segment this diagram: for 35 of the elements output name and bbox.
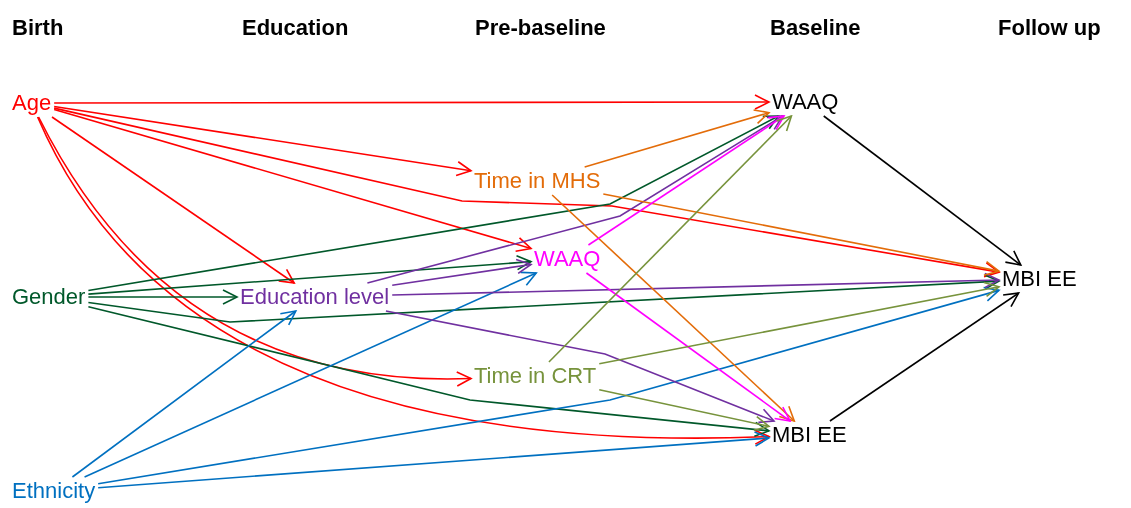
arrow <box>97 431 770 489</box>
arrow <box>53 105 472 177</box>
arrow <box>598 281 1000 365</box>
arrow <box>51 116 295 284</box>
arrow <box>83 271 537 478</box>
arrow <box>87 305 770 438</box>
arrow <box>87 274 1000 323</box>
arrow <box>391 258 532 287</box>
arrow <box>366 115 784 284</box>
arrow <box>97 286 1000 485</box>
column-heading: Birth <box>12 14 64 42</box>
arrow <box>53 107 1000 278</box>
arrow <box>587 115 785 246</box>
arrow <box>602 193 1000 277</box>
arrow <box>598 389 770 432</box>
arrow <box>87 289 238 305</box>
column-heading: Follow up <box>998 14 1101 42</box>
column-heading: Baseline <box>770 14 861 42</box>
arrow <box>36 116 770 445</box>
arrow <box>548 115 793 363</box>
arrow <box>385 310 775 424</box>
arrow <box>585 272 791 422</box>
column-heading: Pre-baseline <box>475 14 606 42</box>
arrow <box>822 115 1022 266</box>
column-heading: Education <box>242 14 349 42</box>
arrow <box>583 109 770 168</box>
arrow <box>37 116 472 387</box>
arrow <box>391 272 1000 296</box>
arrow <box>53 108 532 253</box>
arrow <box>87 254 532 295</box>
arrow <box>53 94 770 110</box>
arrow <box>87 115 780 292</box>
arrow <box>829 292 1020 422</box>
arrow <box>551 194 796 422</box>
arrow <box>71 310 297 478</box>
